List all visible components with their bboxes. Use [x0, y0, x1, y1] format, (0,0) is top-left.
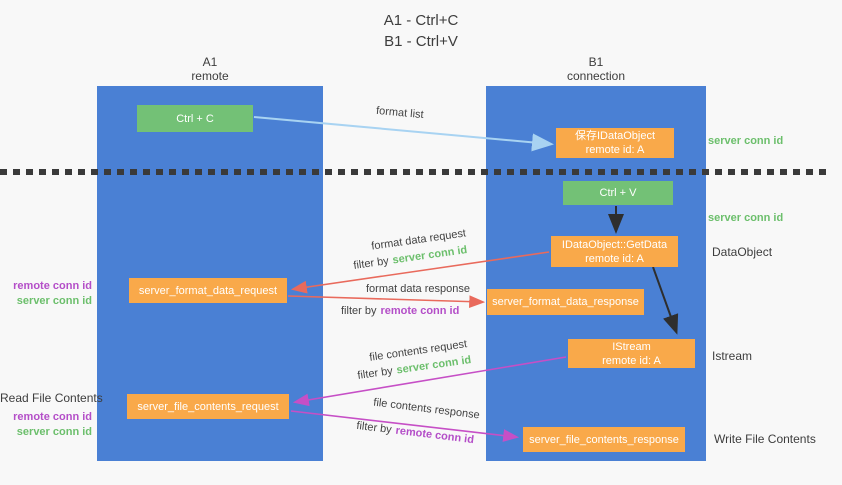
lane-a1-subtitle: remote — [191, 69, 229, 83]
server-conn-id-label-left-2: server conn id — [16, 426, 92, 438]
save-idataobject-line1: 保存IDataObject — [574, 130, 656, 142]
ctrl-c-label: Ctrl + C — [176, 112, 214, 125]
filter-by-text: filter by — [355, 419, 393, 437]
istream-side-label: Istream — [712, 349, 753, 363]
server-conn-id-label-top: server conn id — [708, 135, 784, 147]
server-format-data-response-node: server_format_data_response — [487, 289, 644, 315]
server-file-contents-request-label: server_file_contents_request — [137, 400, 279, 413]
server-format-data-request-node: server_format_data_request — [129, 278, 287, 303]
lane-b1-name: B1 — [588, 55, 604, 69]
title-line-1: A1 - Ctrl+C — [383, 12, 459, 29]
lane-b1-subtitle: connection — [566, 69, 626, 83]
ctrl-v-node: Ctrl + V — [563, 181, 673, 205]
getdata-line2: remote id: A — [585, 252, 644, 265]
filter-by-text: filter by — [341, 305, 377, 317]
istream-line1: IStream — [612, 340, 651, 353]
remote-conn-id-label-left-2: remote conn id — [13, 411, 92, 423]
ctrl-v-label: Ctrl + V — [599, 187, 637, 199]
title-line-2: B1 - Ctrl+V — [384, 33, 458, 50]
remote-conn-id-label-left-1: remote conn id — [13, 280, 92, 292]
lane-header-a1: A1 remote — [97, 55, 323, 83]
getdata-node: IDataObject::GetData remote id: A — [551, 236, 678, 267]
format-data-response-label: format data response — [366, 283, 470, 295]
left-conn-id-labels-2: remote conn id server conn id — [0, 410, 92, 440]
ctrl-c-node: Ctrl + C — [137, 105, 253, 132]
file-contents-response-label: file contents response — [372, 396, 481, 422]
read-file-contents-label: Read File Contents — [0, 391, 103, 405]
remote-conn-id-text: remote conn id — [380, 305, 460, 317]
server-conn-id-label-left-1: server conn id — [16, 295, 92, 307]
getdata-line1: IDataObject::GetData — [561, 238, 668, 251]
diagram-title: A1 - Ctrl+C B1 - Ctrl+V — [0, 10, 842, 52]
dotted-separator-line — [0, 169, 830, 175]
save-idataobject-line2: remote id: A — [585, 144, 645, 156]
remote-conn-id-text: remote conn id — [394, 424, 475, 447]
server-file-contents-response-node: server_file_contents_response — [523, 427, 685, 452]
left-conn-id-labels-1: remote conn id server conn id — [0, 279, 92, 309]
server-file-contents-request-node: server_file_contents_request — [127, 394, 289, 419]
write-file-contents-label: Write File Contents — [714, 432, 816, 446]
format-list-label: format list — [375, 104, 425, 122]
server-conn-id-label-mid: server conn id — [708, 212, 784, 224]
filter-by-text: filter by — [356, 365, 394, 382]
lane-header-b1: B1 connection — [486, 55, 706, 83]
istream-node: IStream remote id: A — [568, 339, 695, 368]
istream-line2: remote id: A — [602, 354, 661, 367]
server-format-data-response-label: server_format_data_response — [492, 296, 639, 308]
server-format-data-request-label: server_format_data_request — [138, 284, 278, 297]
lane-a1-name: A1 — [202, 55, 218, 69]
dataobject-label: DataObject — [712, 245, 773, 259]
filter-by-text: filter by — [352, 255, 390, 272]
server-file-contents-response-label: server_file_contents_response — [529, 433, 679, 446]
save-idataobject-node: 保存IDataObject remote id: A — [556, 128, 674, 158]
